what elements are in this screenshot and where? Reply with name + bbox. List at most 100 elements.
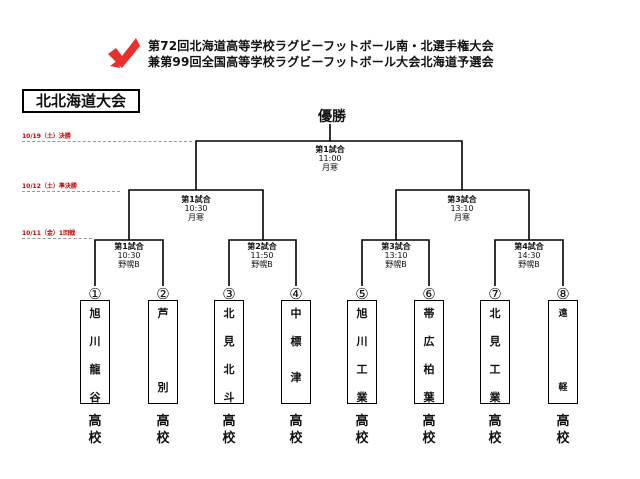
team-number: ⑥	[422, 285, 436, 303]
school-name-box: 北 見 工 業	[480, 300, 510, 404]
suffix-char: 校	[556, 431, 570, 446]
round-divider-first	[22, 238, 92, 239]
match-semi-2: 第3試合 13:10 月寒	[432, 195, 492, 222]
school-char: 谷	[89, 391, 101, 404]
school-char: 柏	[423, 363, 435, 376]
match-title: 第1試合	[114, 242, 144, 251]
school-char: 帯	[423, 307, 435, 320]
suffix-char: 高	[422, 414, 436, 429]
suffix-char: 校	[488, 431, 502, 446]
suffix-char: 高	[289, 414, 303, 429]
school-char: 工	[489, 363, 501, 376]
suffix-char: 高	[156, 414, 170, 429]
school-name-box: 北 見 北 斗	[214, 300, 244, 404]
red-check-arrow-logo-icon	[108, 38, 140, 68]
school-suffix: 高校	[414, 413, 444, 447]
tournament-title-line1: 第72回北海道高等学校ラグビーフットボール南・北選手権大会	[148, 39, 494, 53]
school-name-box: 旭 川 龍 谷	[80, 300, 110, 404]
match-title: 第1試合	[315, 145, 345, 154]
school-char: 川	[89, 335, 101, 348]
suffix-char: 高	[355, 414, 369, 429]
suffix-char: 校	[222, 431, 236, 446]
team-number: ⑧	[556, 285, 570, 303]
match-venue: 月寒	[188, 213, 204, 222]
suffix-char: 高	[88, 414, 102, 429]
match-time: 14:30	[517, 251, 541, 260]
match-time: 13:10	[384, 251, 408, 260]
match-time: 13:10	[450, 204, 474, 213]
school-name-box: 中 標 津	[281, 300, 311, 404]
match-r1-1: 第1試合 10:30 野幌B	[99, 242, 159, 269]
region-title-box: 北北海道大会	[22, 89, 140, 113]
match-semi-1: 第1試合 10:30 月寒	[166, 195, 226, 222]
match-time: 11:50	[250, 251, 274, 260]
match-title: 第1試合	[181, 195, 211, 204]
school-suffix: 高校	[214, 413, 244, 447]
school-suffix: 高校	[148, 413, 178, 447]
team-number: ④	[289, 285, 303, 303]
school-name-box: 芦 別	[148, 300, 178, 404]
school-char: 別	[157, 381, 169, 394]
school-char: 斗	[223, 391, 235, 404]
match-time: 10:30	[184, 204, 208, 213]
school-suffix: 高校	[548, 413, 578, 447]
round-divider-final	[22, 141, 192, 142]
team-number: ③	[222, 285, 236, 303]
school-char: 工	[356, 363, 368, 376]
school-char: 津	[290, 371, 302, 384]
round-label-semifinal: 10/12（土）準決勝	[22, 183, 77, 190]
round-divider-semifinal	[22, 191, 120, 192]
school-char: 軽	[558, 383, 568, 393]
school-char: 葉	[423, 391, 435, 404]
school-char: 見	[489, 335, 501, 348]
round-label-final: 10/19（土）決勝	[22, 133, 71, 140]
school-char: 中	[290, 307, 302, 320]
school-char: 北	[223, 363, 235, 376]
match-r1-3: 第3試合 13:10 野幌B	[366, 242, 426, 269]
suffix-char: 高	[488, 414, 502, 429]
school-suffix: 高校	[281, 413, 311, 447]
school-char: 旭	[356, 307, 368, 320]
suffix-char: 校	[355, 431, 369, 446]
school-suffix: 高校	[480, 413, 510, 447]
suffix-char: 高	[222, 414, 236, 429]
school-char: 見	[223, 335, 235, 348]
school-char: 標	[290, 335, 302, 348]
school-char: 龍	[89, 363, 101, 376]
team-number: ②	[156, 285, 170, 303]
match-title: 第4試合	[514, 242, 544, 251]
match-time: 11:00	[318, 154, 342, 163]
match-time: 10:30	[117, 251, 141, 260]
school-char: 業	[489, 391, 501, 404]
team-number: ⑤	[355, 285, 369, 303]
suffix-char: 校	[422, 431, 436, 446]
match-venue: 野幌B	[385, 260, 407, 269]
tournament-title-line2: 兼第99回全国高等学校ラグビーフットボール大会北海道予選会	[148, 55, 494, 69]
school-char: 芦	[157, 307, 169, 320]
match-venue: 月寒	[322, 163, 338, 172]
match-venue: 野幌B	[518, 260, 540, 269]
school-char: 遠	[558, 309, 568, 319]
school-char: 旭	[89, 307, 101, 320]
school-char: 北	[223, 307, 235, 320]
match-r1-4: 第4試合 14:30 野幌B	[499, 242, 559, 269]
match-r1-2: 第2試合 11:50 野幌B	[232, 242, 292, 269]
suffix-char: 校	[156, 431, 170, 446]
school-suffix: 高校	[80, 413, 110, 447]
school-name-box: 帯 広 柏 葉	[414, 300, 444, 404]
suffix-char: 校	[88, 431, 102, 446]
match-title: 第3試合	[447, 195, 477, 204]
suffix-char: 高	[556, 414, 570, 429]
champion-label: 優勝	[318, 109, 346, 125]
suffix-char: 校	[289, 431, 303, 446]
match-title: 第2試合	[247, 242, 277, 251]
school-char: 広	[423, 335, 435, 348]
round-label-first: 10/11（金）1回戦	[22, 230, 76, 237]
school-char: 北	[489, 307, 501, 320]
team-number: ⑦	[488, 285, 502, 303]
match-venue: 野幌B	[118, 260, 140, 269]
school-char: 川	[356, 335, 368, 348]
school-suffix: 高校	[347, 413, 377, 447]
school-name-box: 旭 川 工 業	[347, 300, 377, 404]
